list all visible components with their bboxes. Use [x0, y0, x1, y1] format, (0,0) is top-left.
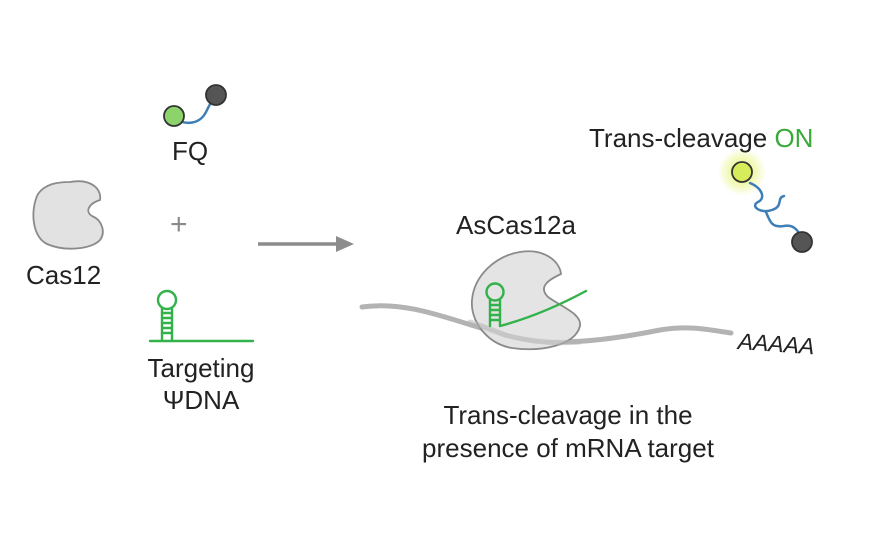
guide-label-line1: Targeting — [147, 353, 255, 383]
polya-tail-label: AAAAA — [737, 328, 816, 360]
status-on: ON — [774, 123, 814, 153]
lit-fluorophore-icon — [731, 161, 753, 183]
quencher-icon — [205, 84, 227, 106]
caption-line1: Trans-cleavage in the — [443, 400, 693, 430]
fluorophore-icon — [163, 105, 185, 127]
plus-sign: + — [170, 208, 188, 241]
bound-guide-icon — [485, 282, 588, 328]
mrna-strand-front — [467, 319, 583, 346]
fq-reporter-icon — [163, 84, 227, 127]
guide-label-line2: ΨDNA — [162, 385, 240, 415]
hairpin-guide-icon — [148, 289, 255, 343]
cas12-label: Cas12 — [26, 260, 102, 290]
status-prefix: Trans-cleavage — [589, 123, 775, 153]
cas12-pacman-icon — [32, 180, 104, 250]
ascas12a-protein-icon — [471, 250, 581, 351]
right-arrow-icon — [258, 236, 354, 252]
caption-line2: presence of mRNA target — [422, 433, 714, 463]
fq-label: FQ — [172, 136, 209, 166]
cleaved-reporter-icon — [731, 161, 813, 253]
trans-cleavage-status: Trans-cleavage ON — [589, 123, 813, 153]
ascas12a-label: AsCas12a — [456, 210, 576, 240]
released-quencher-icon — [791, 231, 813, 253]
